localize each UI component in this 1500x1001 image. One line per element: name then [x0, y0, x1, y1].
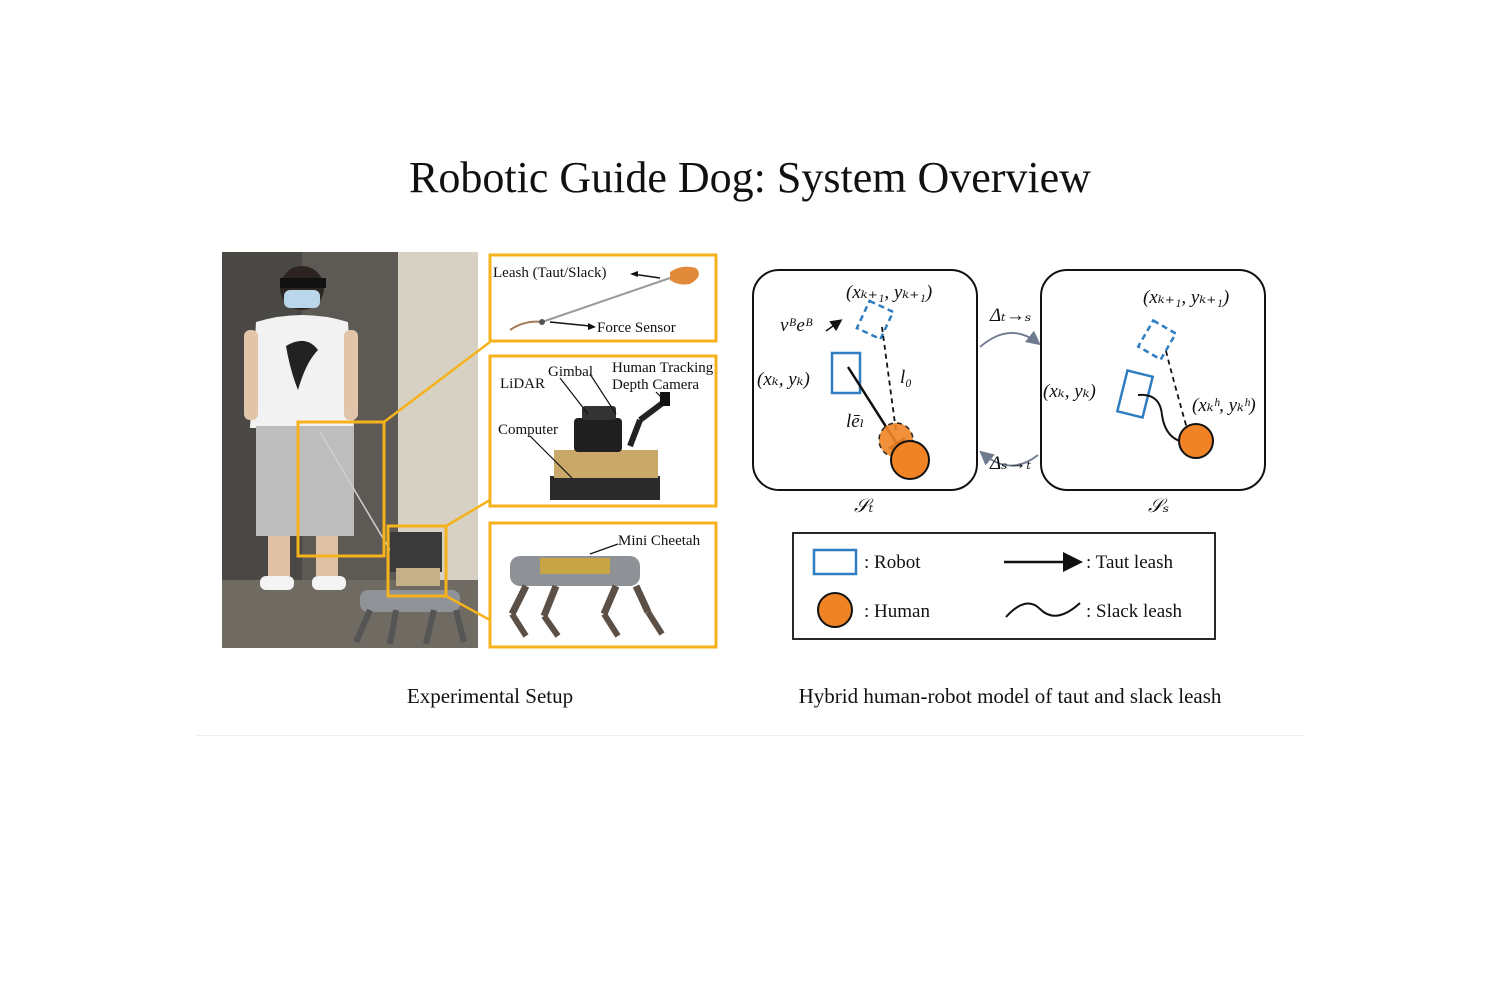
hybrid-model-diagram: (xₖ₊₁, yₖ₊₁) vᴮeᴮ (xₖ, yₖ) l₀ lēₗ 𝒮ₜ Δₜ→… [752, 269, 1266, 640]
setup-photo [222, 252, 478, 648]
experimental-setup-figure: Leash (Taut/Slack) Force Sensor LiDAR Gi… [222, 252, 718, 649]
robot-box-next [855, 299, 895, 341]
divider [196, 735, 1304, 736]
taut-velocity: vᴮeᴮ [780, 315, 813, 336]
slack-next-state: (xₖ₊₁, yₖ₊₁) [1143, 287, 1229, 308]
computer-label: Computer [498, 422, 558, 438]
transition-ts-label: Δₜ→ₛ [989, 305, 1031, 326]
taut-current-state: (xₖ, yₖ) [757, 369, 810, 390]
legend-slack: : Slack leash [1086, 601, 1183, 622]
mini-cheetah-label: Mini Cheetah [618, 533, 701, 549]
transition-arrow-ts [979, 330, 1041, 348]
legend-slack-swatch [1005, 602, 1081, 618]
robot-panel: Mini Cheetah [488, 521, 718, 649]
slack-mode-label: 𝒮ₛ [1148, 496, 1169, 517]
robot-highlight-box [386, 524, 448, 598]
lidar-label: LiDAR [500, 376, 545, 392]
legend-taut: : Taut leash [1086, 552, 1173, 573]
slack-robot-box-next [1136, 318, 1178, 362]
transition-arrow-st [979, 450, 1039, 467]
slack-current-state: (xₖ, yₖ) [1043, 381, 1096, 402]
legend-robot: : Robot [864, 552, 921, 573]
leash-label: Leash (Taut/Slack) [493, 265, 607, 281]
gimbal-label: Gimbal [548, 364, 593, 380]
human-circle-slack [1178, 423, 1214, 459]
caption-experimental-setup: Experimental Setup [406, 684, 574, 708]
legend-human: : Human [864, 601, 930, 622]
robot-box-current [830, 351, 862, 395]
legend-human-swatch [817, 592, 853, 628]
human-tracking-label: Human Tracking [612, 360, 714, 376]
taut-l0: l₀ [900, 367, 912, 388]
taut-mode-label: 𝒮ₜ [854, 496, 874, 517]
slack-human-state: (xₖʰ, yₖʰ) [1192, 395, 1256, 416]
taut-next-state: (xₖ₊₁, yₖ₊₁) [846, 282, 932, 303]
human-circle-taut [890, 440, 930, 480]
transition-st-label: Δₛ→ₜ [989, 453, 1032, 474]
leash-highlight-box [296, 420, 386, 558]
force-sensor-label: Force Sensor [597, 320, 676, 336]
depth-camera-label: Depth Camera [612, 377, 699, 393]
sensor-panel: LiDAR Gimbal Human Tracking Depth Camera… [488, 354, 718, 508]
legend-robot-swatch [812, 548, 858, 576]
taut-mode-panel: (xₖ₊₁, yₖ₊₁) vᴮeᴮ (xₖ, yₖ) l₀ lēₗ 𝒮ₜ [752, 269, 978, 517]
slack-robot-box-current [1115, 368, 1155, 420]
slack-mode-panel: (xₖ₊₁, yₖ₊₁) (xₖ, yₖ) (xₖʰ, yₖʰ) 𝒮ₛ [1040, 269, 1266, 517]
page-title: Robotic Guide Dog: System Overview [409, 153, 1091, 202]
taut-lel: lēₗ [846, 411, 864, 432]
caption-hybrid-model: Hybrid human-robot model of taut and sla… [798, 684, 1222, 708]
legend: : Robot : Human : Taut leash : Slack lea… [792, 532, 1216, 640]
leash-panel: Leash (Taut/Slack) Force Sensor [488, 253, 718, 343]
